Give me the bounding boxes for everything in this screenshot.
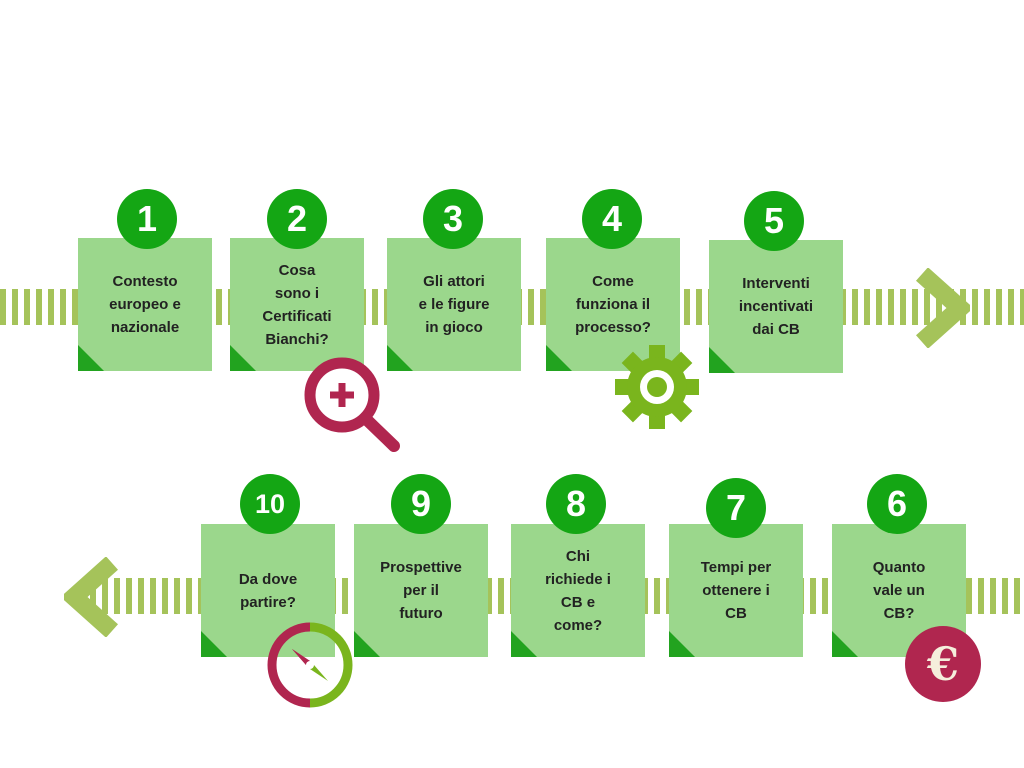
step-number-badge: 1	[117, 189, 177, 249]
euro-icon: €	[905, 626, 981, 702]
gear-icon	[615, 345, 699, 429]
step-number-badge: 3	[423, 189, 483, 249]
card-fold	[78, 345, 104, 371]
card-fold	[832, 631, 858, 657]
step-number-badge: 9	[391, 474, 451, 534]
card-fold	[709, 347, 735, 373]
card-fold	[230, 345, 256, 371]
magnifier-plus-icon	[304, 357, 400, 452]
card-fold	[387, 345, 413, 371]
step-label: Come funziona il processo?	[575, 273, 651, 336]
step-label: Contesto europeo e nazionale	[109, 273, 181, 336]
step-card-8[interactable]: Chi richiede i CB e come?	[511, 524, 645, 657]
step-card-5[interactable]: Interventi incentivati dai CB	[709, 240, 843, 373]
card-fold	[669, 631, 695, 657]
step-label: Tempi per ottenere i CB	[700, 559, 772, 622]
step-number-badge: 10	[240, 474, 300, 534]
step-label: Chi richiede i CB e come?	[545, 547, 611, 634]
step-label: Gli attori e le figure in gioco	[418, 273, 490, 336]
step-card-10[interactable]: Da dove partire?	[201, 524, 335, 657]
card-fold	[201, 631, 227, 657]
step-number-badge: 5	[744, 191, 804, 251]
step-number-badge: 6	[867, 474, 927, 534]
step-label: Prospettive per il futuro	[380, 559, 462, 622]
step-number-badge: 8	[546, 474, 606, 534]
compass-icon	[267, 622, 353, 708]
step-card-1[interactable]: Contesto europeo e nazionale	[78, 238, 212, 371]
step-number-badge: 7	[706, 478, 766, 538]
step-label: Da dove partire?	[238, 570, 298, 611]
svg-text:€: €	[926, 637, 959, 691]
step-number-badge: 2	[267, 189, 327, 249]
step-label: Interventi incentivati dai CB	[738, 275, 814, 338]
card-fold	[511, 631, 537, 657]
step-card-2[interactable]: Cosa sono i Certificati Bianchi?	[230, 238, 364, 371]
chevron-right-icon	[915, 268, 970, 348]
chevron-left-icon	[64, 557, 119, 637]
step-card-6[interactable]: Quanto vale un CB?	[832, 524, 966, 657]
step-card-3[interactable]: Gli attori e le figure in gioco	[387, 238, 521, 371]
card-fold	[354, 631, 380, 657]
step-card-9[interactable]: Prospettive per il futuro	[354, 524, 488, 657]
step-number-badge: 4	[582, 189, 642, 249]
step-label: Cosa sono i Certificati Bianchi?	[262, 261, 332, 348]
card-fold	[546, 345, 572, 371]
step-label: Quanto vale un CB?	[872, 559, 926, 622]
step-card-7[interactable]: Tempi per ottenere i CB	[669, 524, 803, 657]
